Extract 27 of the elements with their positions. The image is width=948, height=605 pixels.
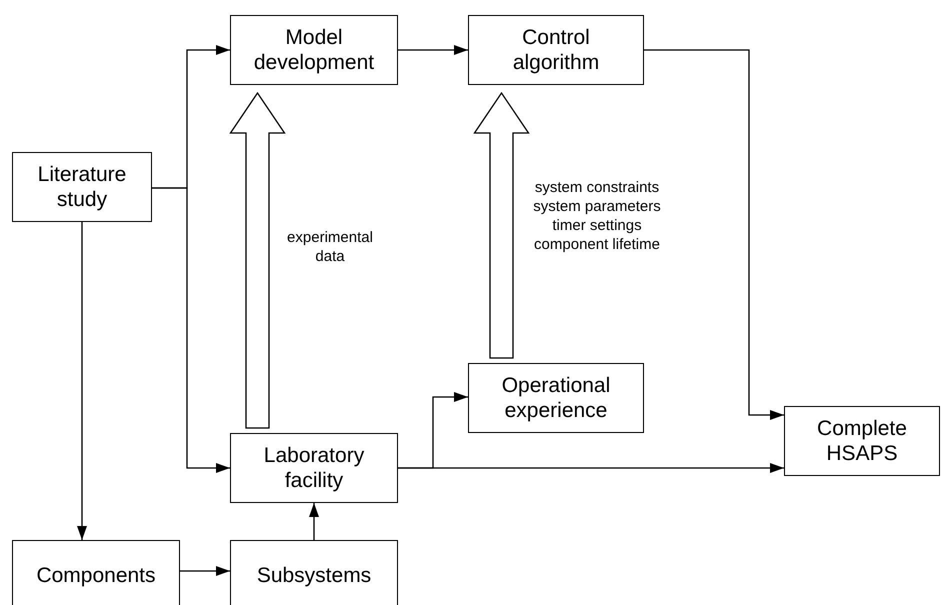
box-label: Operational experience <box>500 373 612 423</box>
box-label: Laboratory facility <box>262 443 366 493</box>
arrow <box>77 222 87 540</box>
process-box <box>468 363 644 433</box>
box-label: Literature study <box>36 162 128 212</box>
arrow <box>398 45 468 55</box>
block-arrow <box>473 92 530 359</box>
arrow <box>398 463 784 473</box>
process-box <box>12 540 180 605</box>
arrow <box>309 503 319 540</box>
box-label: Components <box>36 562 156 588</box>
box-label: Model development <box>252 25 376 75</box>
box-label: Control algorithm <box>512 25 600 75</box>
arrow <box>152 187 230 473</box>
process-box <box>468 15 644 85</box>
box-label: Subsystems <box>256 562 372 588</box>
block-arrow <box>229 92 286 429</box>
edge-label: experimental data <box>286 228 374 266</box>
edge-label: system constraints system parameters timer settings component lifetime <box>532 178 662 254</box>
process-box <box>12 152 152 222</box>
process-box <box>230 433 398 503</box>
arrow <box>644 49 784 420</box>
process-box <box>230 540 398 605</box>
box-label: Complete HSAPS <box>816 416 908 466</box>
process-box <box>230 15 398 85</box>
process-box <box>784 406 940 476</box>
arrow <box>180 566 230 576</box>
